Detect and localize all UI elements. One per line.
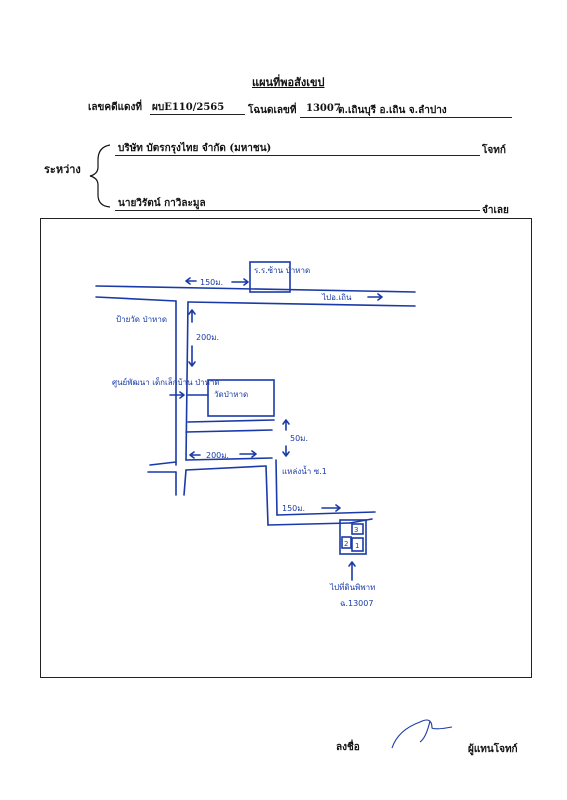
plot-road-bottom xyxy=(267,522,351,526)
defendant-name: นายวิรัตน์ กาวิละมูล xyxy=(118,198,206,209)
vertical-road-down-left xyxy=(265,465,269,526)
label-to-thoen: ไปอ.เถิน xyxy=(321,293,352,302)
label-200-horz: 200ม. xyxy=(206,451,229,460)
label-plot-2: 2 xyxy=(344,540,348,548)
label-200-vert: 200ม. xyxy=(196,333,219,342)
signature-label: ลงชื่อ xyxy=(336,742,360,753)
label-150-top: 150ม. xyxy=(200,278,223,287)
temple-road-top xyxy=(187,419,275,423)
label-temple: วัดป่าหาด xyxy=(214,390,248,399)
label-150-bottom: 150ม. xyxy=(282,504,305,513)
plot-box-3 xyxy=(351,523,364,535)
lower-road-top xyxy=(149,457,273,466)
plot-box-1 xyxy=(351,537,364,552)
temple-box xyxy=(207,379,275,417)
plot-box-outer xyxy=(339,519,367,555)
signature-role: ผู้แทนโจทก์ xyxy=(468,744,518,755)
page-title: แผนที่พอสังเขป xyxy=(252,76,325,89)
lower-road-bottom xyxy=(147,465,267,473)
main-road-top xyxy=(95,285,416,293)
map-frame xyxy=(40,218,532,678)
label-school: ร.ร.ซ้าน ป่าหาด xyxy=(254,266,310,275)
between-label: ระหว่าง xyxy=(44,163,81,176)
vertical-road-down-right xyxy=(275,459,278,516)
plot-box-2 xyxy=(341,536,352,549)
label-sign-pahad: ป้ายวัด ป่าหาด xyxy=(116,315,167,324)
plaintiff-role: โจทก์ xyxy=(482,145,506,156)
defendant-role: จำเลย xyxy=(482,205,509,216)
deed-location: ต.เถินบุรี อ.เถิน จ.ลำปาง xyxy=(338,105,447,116)
plot-road-top xyxy=(276,511,376,516)
label-to-land: ไปที่ดินพิพาท xyxy=(329,581,375,592)
label-deed-ref: ฉ.13007 xyxy=(340,599,373,608)
case-label: เลขคดีแดงที่ xyxy=(88,102,142,113)
main-road-bottom xyxy=(95,296,416,307)
label-plot-1: 1 xyxy=(355,542,359,550)
school-box xyxy=(249,261,291,293)
label-plot-3: 3 xyxy=(354,526,358,534)
plaintiff-name: บริษัท บัตรกรุงไทย จำกัด (มหาชน) xyxy=(118,143,272,154)
label-50: 50ม. xyxy=(290,434,308,443)
label-reservoir: แหล่งน้ำ ซ.1 xyxy=(282,465,327,476)
temple-road-bottom xyxy=(185,429,273,433)
label-child-center: ศูนย์พัฒนา เด็กเล็กบ้าน ป่าหาด xyxy=(112,377,220,388)
vertical-road-right xyxy=(183,301,189,496)
deed-label: โฉนดเลขที่ xyxy=(248,105,297,116)
case-number: ผบE110/2565 xyxy=(152,102,225,113)
deed-number: 13007 xyxy=(306,103,341,114)
